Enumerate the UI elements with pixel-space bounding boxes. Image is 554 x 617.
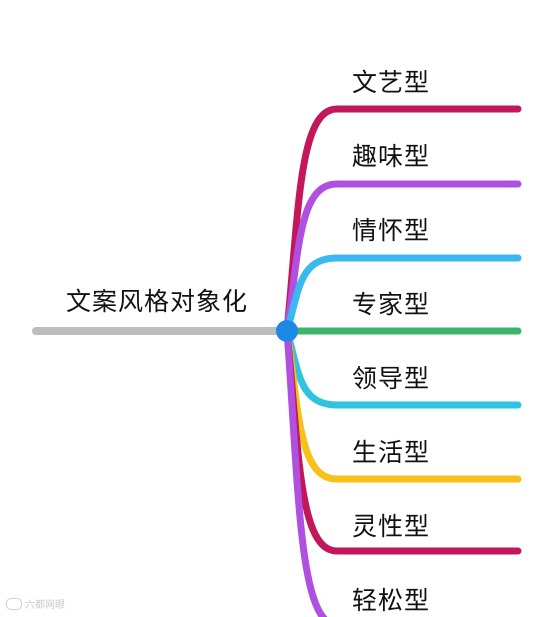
branch-line-3: [283, 254, 522, 335]
branch-label-4[interactable]: 专家型: [352, 290, 431, 319]
branch-label-3[interactable]: 情怀型: [352, 216, 431, 245]
branch-label-5[interactable]: 领导型: [352, 364, 431, 393]
root-node[interactable]: [276, 320, 298, 342]
watermark: 六都网眼: [6, 596, 65, 611]
branch-line-8: [283, 327, 328, 617]
branch-label-2[interactable]: 趣味型: [352, 142, 431, 171]
root-topic-label[interactable]: 文案风格对象化: [66, 287, 249, 316]
branch-line-2: [283, 180, 522, 335]
watermark-logo-icon: [6, 597, 22, 610]
branch-label-8[interactable]: 轻松型: [352, 586, 431, 615]
branch-label-7[interactable]: 灵性型: [352, 512, 431, 541]
watermark-text: 六都网眼: [25, 600, 65, 611]
branch-label-6[interactable]: 生活型: [352, 438, 431, 467]
branch-label-1[interactable]: 文艺型: [352, 68, 431, 97]
